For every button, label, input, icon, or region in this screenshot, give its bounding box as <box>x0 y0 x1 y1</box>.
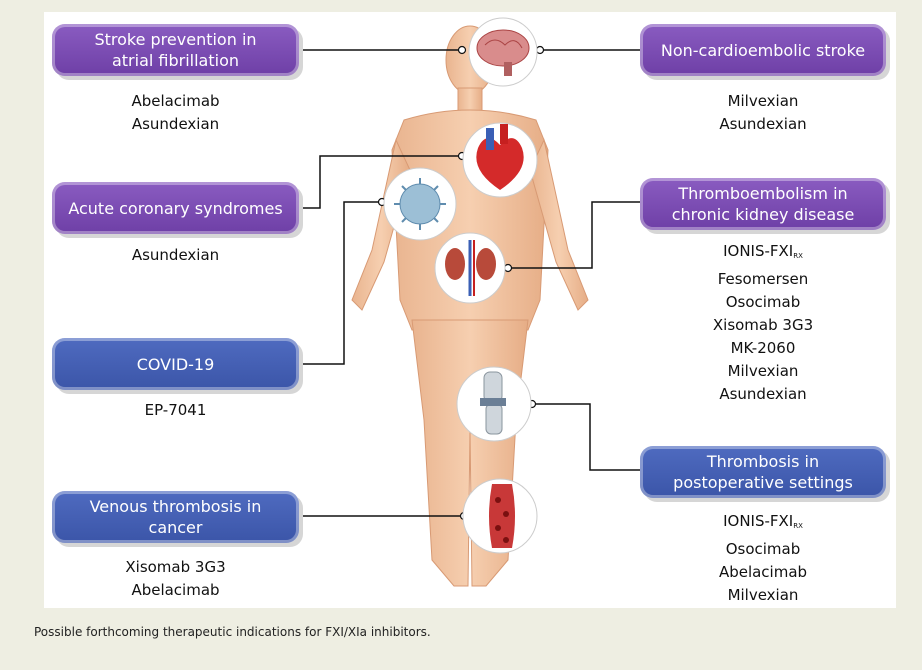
stroke-af-indication: Stroke prevention in atrial fibrillation <box>52 24 299 76</box>
kidney-icon <box>434 232 506 304</box>
drug-item: Asundexian <box>131 115 220 133</box>
ckd-indication: Thromboembolism in chronic kidney diseas… <box>640 178 886 230</box>
knee-joint-icon <box>456 366 532 442</box>
cancer-label: Venous thrombosis in cancer <box>89 497 262 537</box>
acs-drugs: Asundexian <box>52 244 299 267</box>
figure-caption: Possible forthcoming therapeutic indicat… <box>34 625 431 639</box>
stroke-af-label-line2: atrial fibrillation <box>111 51 240 70</box>
acs-label: Acute coronary syndromes <box>68 198 283 218</box>
ncs-drugs: Milvexian Asundexian <box>640 90 886 136</box>
drug-item: Xisomab 3G3 <box>125 558 226 576</box>
covid-label: COVID-19 <box>136 354 215 374</box>
acs-indication: Acute coronary syndromes <box>52 182 299 234</box>
cancer-drugs: Xisomab 3G3 Abelacimab <box>52 556 299 602</box>
drug-item: Asundexian <box>719 385 807 403</box>
connector-lines <box>300 49 640 517</box>
brain-icon <box>468 17 538 87</box>
postop-label-line2: postoperative settings <box>673 473 853 492</box>
ncs-indication: Non-cardioembolic stroke <box>640 24 886 76</box>
drug-item: Abelacimab <box>718 563 808 581</box>
postop-label-line1: Thrombosis in <box>706 452 820 471</box>
drug-item: Xisomab 3G3 <box>712 316 814 334</box>
drug-item: Osocimab <box>725 540 801 558</box>
drug-item: Milvexian <box>727 362 799 380</box>
ckd-label-line1: Thromboembolism in <box>678 184 848 203</box>
drug-item: Asundexian <box>131 246 220 264</box>
drug-item: Osocimab <box>725 293 801 311</box>
drug-item: Asundexian <box>719 115 807 133</box>
postop-indication: Thrombosis in postoperative settings <box>640 446 886 498</box>
drug-item: Milvexian <box>727 92 799 110</box>
covid-drugs: EP-7041 <box>52 399 299 422</box>
heart-icon <box>462 122 538 198</box>
drug-item: MK-2060 <box>730 339 796 357</box>
postop-drugs: IONIS-FXIRX Osocimab Abelacimab Milvexia… <box>640 510 886 607</box>
ncs-label: Non-cardioembolic stroke <box>660 40 866 60</box>
stroke-af-drugs: Abelacimab Asundexian <box>52 90 299 136</box>
ckd-drugs: IONIS-FXIRX Fesomersen Osocimab Xisomab … <box>640 240 886 406</box>
drug-item: Milvexian <box>727 586 799 604</box>
drug-item: Abelacimab <box>131 581 220 599</box>
drug-item: IONIS-FXIRX <box>723 242 803 260</box>
drug-item: IONIS-FXIRX <box>723 512 803 530</box>
stroke-af-label-line1: Stroke prevention in <box>94 30 257 49</box>
drug-item: Abelacimab <box>131 92 220 110</box>
drug-item: Fesomersen <box>717 270 809 288</box>
virus-icon <box>383 167 457 241</box>
vein-thrombus-icon <box>462 478 538 554</box>
ckd-label-line2: chronic kidney disease <box>671 205 855 224</box>
drug-item: EP-7041 <box>144 401 207 419</box>
covid-indication: COVID-19 <box>52 338 299 390</box>
cancer-indication: Venous thrombosis in cancer <box>52 491 299 543</box>
